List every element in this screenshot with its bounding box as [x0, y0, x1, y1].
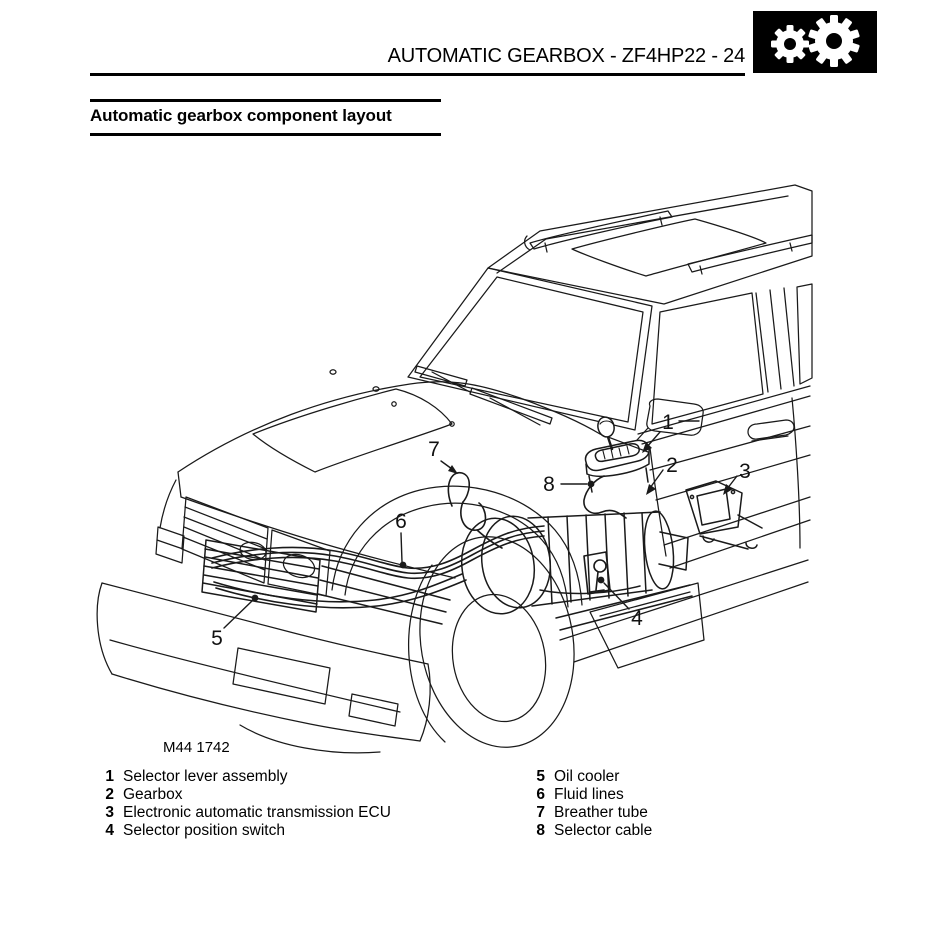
legend-item-5: 5 Oil cooler	[526, 768, 619, 785]
ecu-box	[686, 481, 762, 549]
legend-label: Selector cable	[554, 822, 653, 839]
callout-6: 6	[395, 510, 407, 533]
callout-5: 5	[211, 627, 223, 650]
legend-item-1: 1 Selector lever assembly	[95, 768, 288, 785]
legend-item-8: 8 Selector cable	[526, 822, 652, 839]
callout-2: 2	[666, 454, 678, 477]
vehicle-windshield	[408, 268, 652, 430]
legend-num: 6	[536, 786, 545, 803]
legend-num: 1	[105, 768, 114, 785]
section-rule-top	[90, 99, 441, 102]
gears-icon	[753, 11, 877, 73]
callout-4: 4	[631, 607, 643, 630]
legend-label: Gearbox	[123, 786, 183, 803]
legend-item-3: 3 Electronic automatic transmission ECU	[95, 804, 391, 821]
legend-num: 3	[105, 804, 114, 821]
side-mirror	[637, 399, 703, 440]
legend-item-7: 7 Breather tube	[526, 804, 648, 821]
front-wheel	[332, 486, 590, 759]
legend-num: 5	[536, 768, 545, 785]
legend-num: 7	[536, 804, 545, 821]
legend-label: Fluid lines	[554, 786, 624, 803]
breather-tube	[448, 473, 502, 548]
legend-label: Oil cooler	[554, 768, 620, 785]
legend-item-2: 2 Gearbox	[95, 786, 182, 803]
vehicle-side-glass	[652, 284, 812, 424]
legend-label: Selector lever assembly	[123, 768, 288, 785]
callout-8: 8	[543, 473, 555, 496]
gearbox	[456, 510, 692, 630]
callout-1: 1	[662, 411, 674, 434]
legend-item-6: 6 Fluid lines	[526, 786, 624, 803]
callout-leaders	[224, 421, 737, 628]
figure-reference: M44 1742	[163, 739, 230, 756]
legend-num: 2	[105, 786, 114, 803]
legend-item-4: 4 Selector position switch	[95, 822, 285, 839]
legend-label: Electronic automatic transmission ECU	[123, 804, 391, 821]
legend-num: 4	[105, 822, 114, 839]
callout-3: 3	[739, 460, 751, 483]
section-rule-bottom	[90, 133, 441, 136]
legend-label: Selector position switch	[123, 822, 285, 839]
vehicle-body-side	[560, 386, 810, 662]
callout-7: 7	[428, 438, 440, 461]
section-heading: Automatic gearbox component layout	[90, 106, 392, 125]
title-rule	[90, 73, 745, 76]
front-bumper	[97, 583, 430, 753]
vehicle-roof	[488, 185, 812, 304]
callout-numbers: 1 2 3 4 5 6 7 8	[211, 411, 751, 650]
page-title: AUTOMATIC GEARBOX - ZF4HP22 - 24	[387, 45, 746, 67]
legend-num: 8	[536, 822, 545, 839]
legend-label: Breather tube	[554, 804, 648, 821]
